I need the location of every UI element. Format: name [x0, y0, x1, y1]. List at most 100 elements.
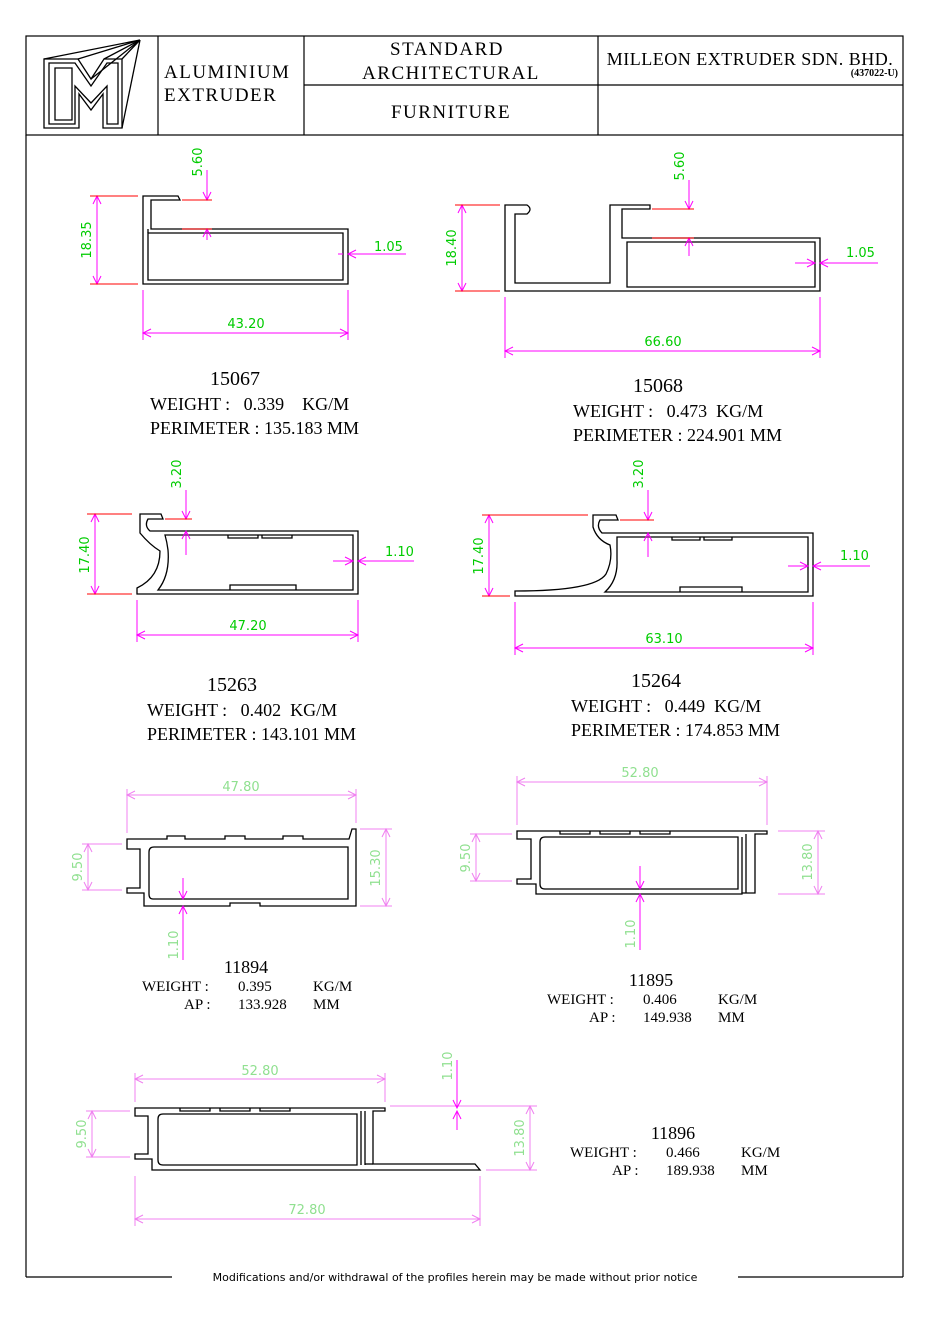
profile-11894-dim-slot: 9.50	[71, 853, 86, 882]
profile-15068-dim-height: 18.40	[445, 229, 460, 266]
profile-15264-dim-height: 17.40	[472, 537, 487, 574]
profile-15263-extension-lines	[87, 513, 192, 595]
company-line1: ALUMINIUM	[164, 62, 290, 83]
profile-15264: 3.20 17.40 1.10 63.10 15264 WEIGHT : 0.4…	[472, 460, 870, 740]
profile-11896-ap-unit: MM	[741, 1163, 768, 1179]
profile-15068: 5.60 18.40 1.05 66.60 15068 WEIGHT : 0.4…	[445, 152, 878, 445]
profile-11895-outline	[516, 830, 768, 895]
profile-11894-dim-wall: 1.10	[167, 931, 182, 960]
profile-15068-dim-top: 5.60	[673, 152, 688, 181]
profile-11894-outline	[126, 828, 357, 907]
profile-15067-dimensions	[92, 170, 406, 340]
profile-15263-dimensions	[90, 490, 414, 642]
profile-15264-dim-wall: 1.10	[840, 549, 869, 564]
category-line2: ARCHITECTURAL	[362, 63, 540, 84]
profile-15264-code: 15264	[631, 670, 681, 692]
company-line2: EXTRUDER	[164, 85, 277, 106]
profile-11896-weight-value: 0.466	[666, 1145, 700, 1161]
profile-11895-dim-height: 13.80	[801, 843, 816, 880]
profile-15263-dim-wall: 1.10	[385, 545, 414, 560]
profile-11896-outline	[134, 1107, 482, 1171]
profile-15264-dim-width: 63.10	[645, 632, 682, 647]
profile-11895-weight-label: WEIGHT :	[547, 992, 614, 1008]
profile-15067-code: 15067	[210, 368, 260, 390]
profile-15067-weight: WEIGHT : 0.339 KG/M	[150, 394, 349, 414]
page-border	[25, 135, 904, 1278]
footer-notice: Modifications and/or withdrawal of the p…	[213, 1271, 698, 1284]
profile-11896-wall-arrow	[452, 1060, 462, 1130]
profile-15068-perimeter: PERIMETER : 224.901 MM	[573, 425, 782, 445]
registration-number: (437022-U)	[851, 68, 898, 79]
profile-11894: 47.80 9.50 15.30 1.10 11894 WEIGHT : 0.3…	[71, 780, 392, 1013]
profile-11896-code: 11896	[651, 1123, 695, 1143]
profile-11895-weight-unit: KG/M	[718, 992, 757, 1008]
profile-15067-dim-wall: 1.05	[374, 240, 403, 255]
profile-11894-weight-label: WEIGHT :	[142, 979, 209, 995]
profile-15263-weight: WEIGHT : 0.402 KG/M	[147, 700, 337, 720]
profile-11894-ap-label: AP :	[184, 997, 211, 1013]
profile-15068-code: 15068	[633, 375, 683, 397]
company-logo	[43, 39, 141, 129]
profile-15068-outline	[504, 204, 821, 292]
profile-11896-dim-overall: 72.80	[288, 1203, 325, 1218]
profile-11896-dim-slot: 9.50	[75, 1120, 90, 1149]
profile-11896-dim-wall: 1.10	[441, 1052, 456, 1081]
profile-15263-dim-height: 17.40	[78, 536, 93, 573]
profile-15068-dimensions	[457, 180, 878, 358]
profile-15264-weight: WEIGHT : 0.449 KG/M	[571, 696, 761, 716]
profile-11895-dimensions	[470, 776, 825, 896]
profile-15263-outline	[136, 513, 359, 595]
profile-15263: 3.20 17.40 1.10 47.20 15263 WEIGHT : 0.4…	[78, 460, 414, 744]
profile-11896-dim-width: 52.80	[241, 1064, 278, 1079]
profile-15068-extension-lines	[455, 204, 694, 292]
profile-11896-dimensions	[86, 1073, 537, 1226]
subcategory-label: FURNITURE	[391, 102, 511, 123]
profile-15264-perimeter: PERIMETER : 174.853 MM	[571, 720, 780, 740]
profile-15263-dim-top: 3.20	[170, 460, 185, 489]
profile-11895-weight-value: 0.406	[643, 992, 677, 1008]
profile-11894-weight-unit: KG/M	[313, 979, 352, 995]
profile-11895-dim-slot: 9.50	[459, 844, 474, 873]
profile-11896-dim-height: 13.80	[513, 1119, 528, 1156]
profile-11896-weight-label: WEIGHT :	[570, 1145, 637, 1161]
profile-11896: 52.80 9.50 13.80 1.10 72.80 11896 WEIGHT…	[75, 1052, 780, 1226]
profile-15067-dim-width: 43.20	[227, 317, 264, 332]
category-line1: STANDARD	[390, 39, 504, 60]
profile-15067-perimeter: PERIMETER : 135.183 MM	[150, 418, 359, 438]
profile-15068-dim-wall: 1.05	[846, 246, 875, 261]
profile-11896-weight-unit: KG/M	[741, 1145, 780, 1161]
profile-11895-dim-width: 52.80	[621, 766, 658, 781]
profile-15263-dim-width: 47.20	[229, 619, 266, 634]
profile-15067-extension-lines	[90, 195, 212, 285]
profile-11894-dim-height: 15.30	[369, 849, 384, 886]
profile-11894-code: 11894	[224, 957, 268, 977]
profile-11895-wall-arrow	[635, 866, 645, 950]
profile-15067-dim-top: 5.60	[191, 148, 206, 177]
profile-11895-ap-value: 149.938	[643, 1010, 692, 1026]
profile-11895: 52.80 9.50 13.80 1.10 11895 WEIGHT : 0.4…	[459, 766, 825, 1026]
profile-11894-dim-width: 47.80	[222, 780, 259, 795]
profile-15067: 5.60 18.35 1.05 43.20 15067 WEIGHT : 0.3…	[80, 148, 406, 438]
profile-15263-code: 15263	[207, 674, 257, 696]
profile-15263-perimeter: PERIMETER : 143.101 MM	[147, 724, 356, 744]
profile-11894-dimensions	[82, 789, 392, 908]
profile-15067-outline	[142, 195, 349, 285]
profile-11894-weight-value: 0.395	[238, 979, 272, 995]
profile-15264-extension-lines	[482, 514, 654, 597]
profile-11894-ap-value: 133.928	[238, 997, 287, 1013]
profile-15068-weight: WEIGHT : 0.473 KG/M	[573, 401, 763, 421]
profile-11895-code: 11895	[629, 970, 673, 990]
profile-11896-ap-value: 189.938	[666, 1163, 715, 1179]
manufacturer-name: MILLEON EXTRUDER SDN. BHD.	[607, 49, 894, 69]
title-block	[25, 35, 904, 136]
profile-11894-wall-arrow	[178, 878, 188, 960]
profile-11895-ap-unit: MM	[718, 1010, 745, 1026]
profile-15068-dim-width: 66.60	[644, 335, 681, 350]
profile-15264-outline	[514, 514, 814, 597]
profile-15067-dim-height: 18.35	[80, 221, 95, 258]
profile-15264-dim-top: 3.20	[632, 460, 647, 489]
profile-11894-ap-unit: MM	[313, 997, 340, 1013]
profile-11895-dim-wall: 1.10	[624, 920, 639, 949]
profile-15264-dimensions	[484, 490, 870, 655]
